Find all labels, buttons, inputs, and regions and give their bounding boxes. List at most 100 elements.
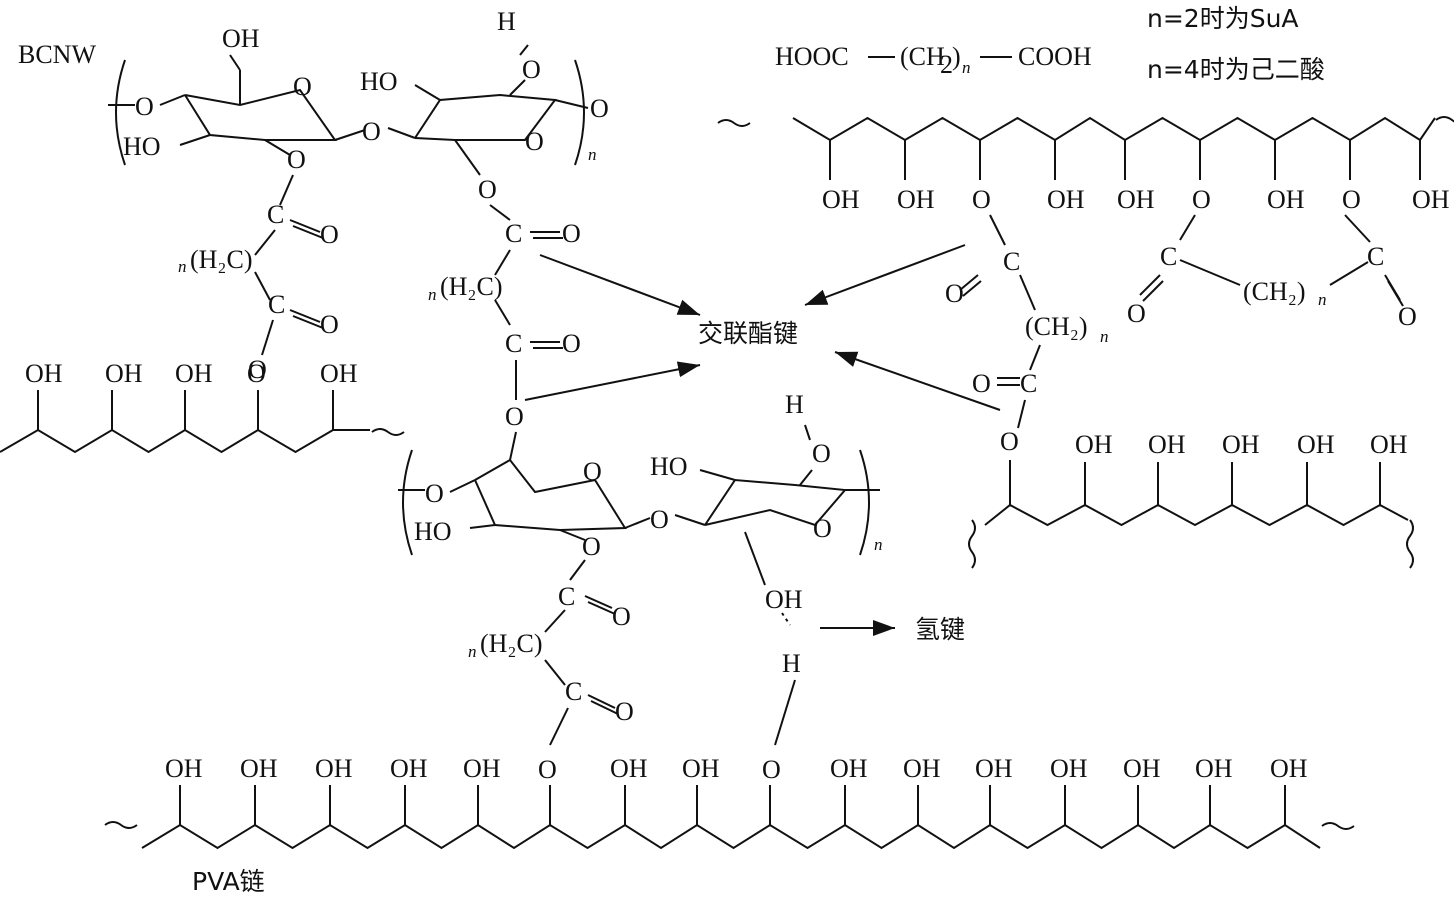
- left-parenthesis: [402, 449, 413, 556]
- ho-label: HO: [414, 517, 452, 546]
- h-label: H: [782, 649, 801, 678]
- oh-label: OH: [240, 754, 278, 783]
- oh-label: OH: [1123, 754, 1161, 783]
- ho-label: HO: [123, 132, 161, 161]
- c-label: C: [268, 290, 285, 319]
- bond: [804, 424, 811, 441]
- arrow: [539, 254, 701, 316]
- double-bond: [289, 219, 321, 233]
- oh-label: OH: [1412, 185, 1450, 214]
- bond: [334, 129, 366, 141]
- o-label: O: [812, 439, 831, 468]
- h2c-label: (H₂C): [480, 629, 543, 658]
- oh-label: OH: [463, 754, 501, 783]
- chain-continuation-icon: [104, 821, 138, 829]
- chain-continuation-icon: [717, 119, 751, 127]
- o-label: O: [562, 219, 581, 248]
- bond: [674, 514, 706, 526]
- o-label: O: [522, 55, 541, 84]
- bcnw-label: BCNW: [18, 40, 96, 69]
- arrow: [524, 361, 701, 401]
- arrow: [804, 244, 966, 306]
- oh-label: OH: [1195, 754, 1233, 783]
- double-bond: [1139, 274, 1161, 296]
- oh-label: OH: [765, 585, 803, 614]
- bond-lines: [0, 44, 1454, 850]
- repeat-n: n: [588, 145, 597, 164]
- bond: [469, 524, 496, 529]
- bond: [549, 707, 569, 746]
- bond: [509, 431, 517, 461]
- bond: [1179, 259, 1241, 286]
- o-label: O: [972, 369, 991, 398]
- formula-cooh: COOH: [1018, 42, 1092, 71]
- c-label: C: [505, 219, 522, 248]
- oh-label: OH: [903, 754, 941, 783]
- o-label: O: [1342, 185, 1361, 214]
- o-label: O: [612, 602, 631, 631]
- o-label: O: [248, 355, 267, 384]
- o-label: O: [287, 145, 306, 174]
- double-bond: [959, 274, 979, 291]
- ring-o-label: O: [525, 127, 544, 156]
- ring-o-label: O: [583, 457, 602, 486]
- bond: [554, 99, 589, 109]
- o-label: O: [320, 310, 339, 339]
- o-label: O: [320, 220, 339, 249]
- double-bond: [587, 601, 616, 615]
- bond: [1179, 214, 1196, 241]
- oh-label: OH: [320, 359, 358, 388]
- h-label: H: [785, 390, 804, 419]
- oh-label: OH: [1047, 185, 1085, 214]
- bond: [569, 559, 586, 581]
- bond: [489, 204, 511, 221]
- c-label: C: [1020, 369, 1037, 398]
- note-sua: n=2时为SuA: [1147, 4, 1299, 33]
- ho-label: HO: [360, 67, 398, 96]
- bond: [454, 139, 481, 176]
- double-bond: [584, 595, 613, 609]
- bond: [509, 79, 526, 96]
- bond: [989, 214, 1006, 246]
- o-label: O: [1398, 302, 1417, 331]
- bond: [179, 134, 211, 146]
- o-label: O: [945, 279, 964, 308]
- bond: [494, 249, 511, 276]
- n-label: n: [468, 642, 477, 661]
- bond: [1329, 261, 1369, 286]
- ch2-label: (CH₂): [1243, 277, 1306, 306]
- chain-continuation-icon: [1321, 822, 1355, 830]
- h-label: H: [497, 7, 516, 36]
- double-bond: [1142, 280, 1164, 302]
- right-parenthesis: [574, 59, 585, 166]
- bond: [264, 139, 291, 156]
- oh-label: OH: [610, 754, 648, 783]
- oh-label: OH: [682, 754, 720, 783]
- bond: [279, 174, 294, 206]
- o-label: O: [972, 185, 991, 214]
- glucose-ring: [184, 88, 337, 141]
- left-parenthesis: [115, 59, 126, 166]
- repeat-n: n: [874, 535, 883, 554]
- c-label: C: [1367, 242, 1384, 271]
- oh-label: OH: [1222, 430, 1260, 459]
- oh-label: OH: [1050, 754, 1088, 783]
- bond: [559, 529, 586, 541]
- oh-label: OH: [1270, 754, 1308, 783]
- oh-label: OH: [1075, 430, 1113, 459]
- right-parenthesis: [859, 449, 870, 556]
- formula-paren: ): [952, 42, 961, 71]
- o-label: O: [425, 479, 444, 508]
- oh-label: OH: [1148, 430, 1186, 459]
- oh-label: OH: [1297, 430, 1335, 459]
- chain-continuation-icon: [371, 428, 405, 436]
- bond: [159, 94, 186, 106]
- c-label: C: [1160, 242, 1177, 271]
- pva-chain-backbone: [984, 503, 1409, 527]
- o-label: O: [590, 94, 609, 123]
- double-bond: [590, 700, 619, 715]
- formula-subscript: 2: [940, 50, 953, 79]
- o-label: O: [478, 175, 497, 204]
